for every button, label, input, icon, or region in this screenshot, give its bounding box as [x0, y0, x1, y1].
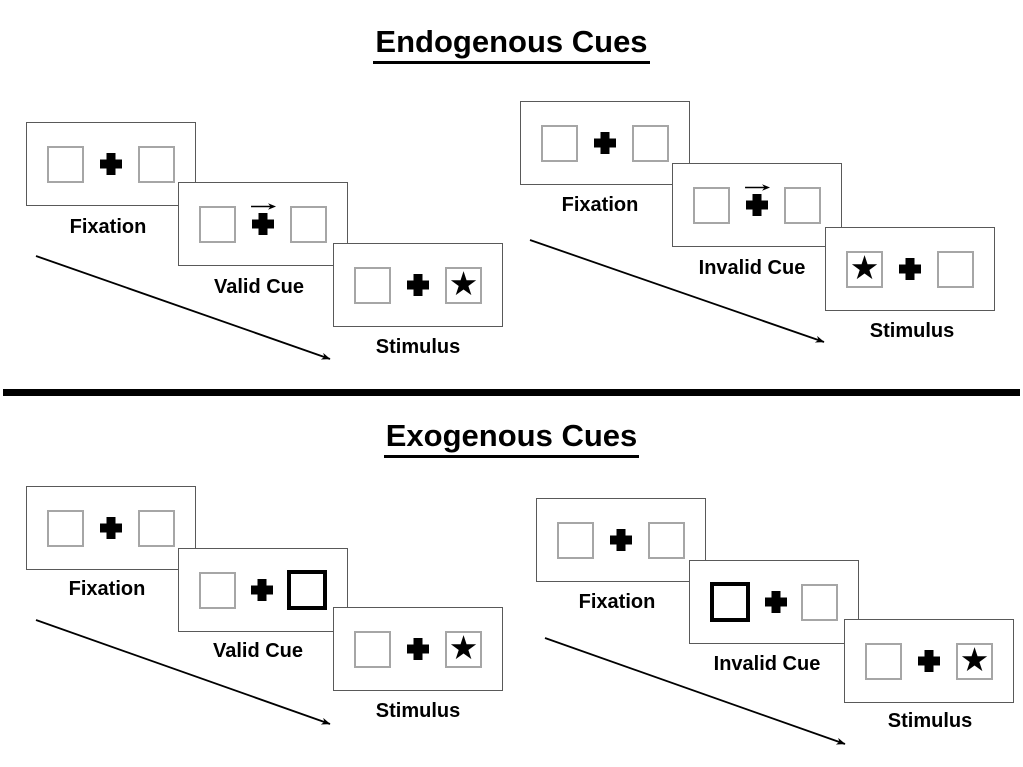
right-placeholder-box — [138, 145, 175, 183]
cue-highlight-box — [710, 582, 750, 622]
fixation-cross-wrap — [100, 153, 122, 175]
fixation-cross-wrap — [100, 517, 122, 539]
cue-arrow-icon — [251, 202, 277, 211]
cue-panel — [672, 163, 842, 247]
left-placeholder-box — [354, 266, 391, 304]
target-star-icon: ★ — [448, 265, 479, 302]
target-star-icon: ★ — [959, 641, 990, 678]
fixation-cross-icon — [918, 650, 940, 672]
fixation-cross-icon — [251, 579, 273, 601]
left-placeholder-box — [557, 521, 594, 559]
panel-label-fixation: Fixation — [561, 194, 639, 216]
fixation-cross-icon — [100, 517, 122, 539]
stimulus-panel: ★ — [333, 243, 503, 327]
left-placeholder-box — [865, 642, 902, 680]
cue-panel — [178, 548, 348, 632]
fixation-cross-wrap — [251, 203, 277, 235]
panel-label-stimulus: Stimulus — [375, 700, 461, 722]
fixation-panel — [26, 486, 196, 570]
panel-label-cue: Valid Cue — [213, 276, 305, 298]
cue-arrow-icon — [745, 183, 771, 192]
fixation-cross-wrap — [251, 579, 273, 601]
right-placeholder-box — [648, 521, 685, 559]
fixation-panel — [26, 122, 196, 206]
fixation-cross-wrap — [918, 650, 940, 672]
right-placeholder-box — [784, 186, 821, 224]
right-placeholder-box — [138, 509, 175, 547]
fixation-cross-wrap — [407, 274, 429, 296]
right-placeholder-box — [632, 124, 669, 162]
cue-panel — [178, 182, 348, 266]
fixation-panel — [520, 101, 690, 185]
right-target-box: ★ — [445, 265, 482, 304]
right-target-box: ★ — [956, 641, 993, 680]
right-placeholder-box — [290, 205, 327, 243]
right-placeholder-box — [937, 250, 974, 288]
fixation-cross-icon — [407, 274, 429, 296]
fixation-cross-icon — [746, 194, 768, 216]
fixation-cross-wrap — [594, 132, 616, 154]
left-placeholder-box — [199, 571, 236, 609]
fixation-cross-icon — [594, 132, 616, 154]
panel-label-cue: Valid Cue — [212, 640, 304, 662]
section-divider — [3, 389, 1020, 396]
left-placeholder-box — [47, 145, 84, 183]
panel-label-cue: Invalid Cue — [713, 653, 821, 675]
stimulus-panel: ★ — [844, 619, 1014, 703]
section-title-endogenous: Endogenous Cues — [0, 24, 1023, 64]
panel-label-fixation: Fixation — [68, 578, 146, 600]
left-target-box: ★ — [846, 249, 883, 288]
time-arrow-exogenous-valid — [35, 619, 331, 725]
panel-label-fixation: Fixation — [578, 591, 656, 613]
panel-label-stimulus: Stimulus — [375, 336, 461, 358]
panel-label-fixation: Fixation — [69, 216, 147, 238]
left-placeholder-box — [47, 509, 84, 547]
panel-label-cue: Invalid Cue — [698, 257, 806, 279]
target-star-icon: ★ — [448, 629, 479, 666]
fixation-cross-icon — [899, 258, 921, 280]
fixation-cross-wrap — [745, 184, 771, 216]
fixation-cross-icon — [252, 213, 274, 235]
panel-label-stimulus: Stimulus — [887, 710, 973, 732]
fixation-cross-icon — [407, 638, 429, 660]
fixation-cross-wrap — [899, 258, 921, 280]
target-star-icon: ★ — [849, 249, 880, 286]
left-placeholder-box — [541, 124, 578, 162]
right-target-box: ★ — [445, 629, 482, 668]
fixation-cross-icon — [100, 153, 122, 175]
panel-label-stimulus: Stimulus — [869, 320, 955, 342]
fixation-panel — [536, 498, 706, 582]
section-title-text: Exogenous Cues — [383, 418, 640, 458]
section-title-exogenous: Exogenous Cues — [0, 418, 1023, 458]
left-placeholder-box — [354, 630, 391, 668]
fixation-cross-icon — [610, 529, 632, 551]
right-placeholder-box — [801, 583, 838, 621]
stimulus-panel: ★ — [333, 607, 503, 691]
fixation-cross-wrap — [765, 591, 787, 613]
time-arrow-endogenous-invalid — [529, 239, 825, 343]
time-arrow-endogenous-valid — [35, 255, 331, 360]
left-placeholder-box — [199, 205, 236, 243]
fixation-cross-wrap — [407, 638, 429, 660]
left-placeholder-box — [693, 186, 730, 224]
cue-panel — [689, 560, 859, 644]
section-title-text: Endogenous Cues — [373, 24, 650, 64]
fixation-cross-wrap — [610, 529, 632, 551]
fixation-cross-icon — [765, 591, 787, 613]
stimulus-panel: ★ — [825, 227, 995, 311]
cue-highlight-box — [287, 570, 327, 610]
